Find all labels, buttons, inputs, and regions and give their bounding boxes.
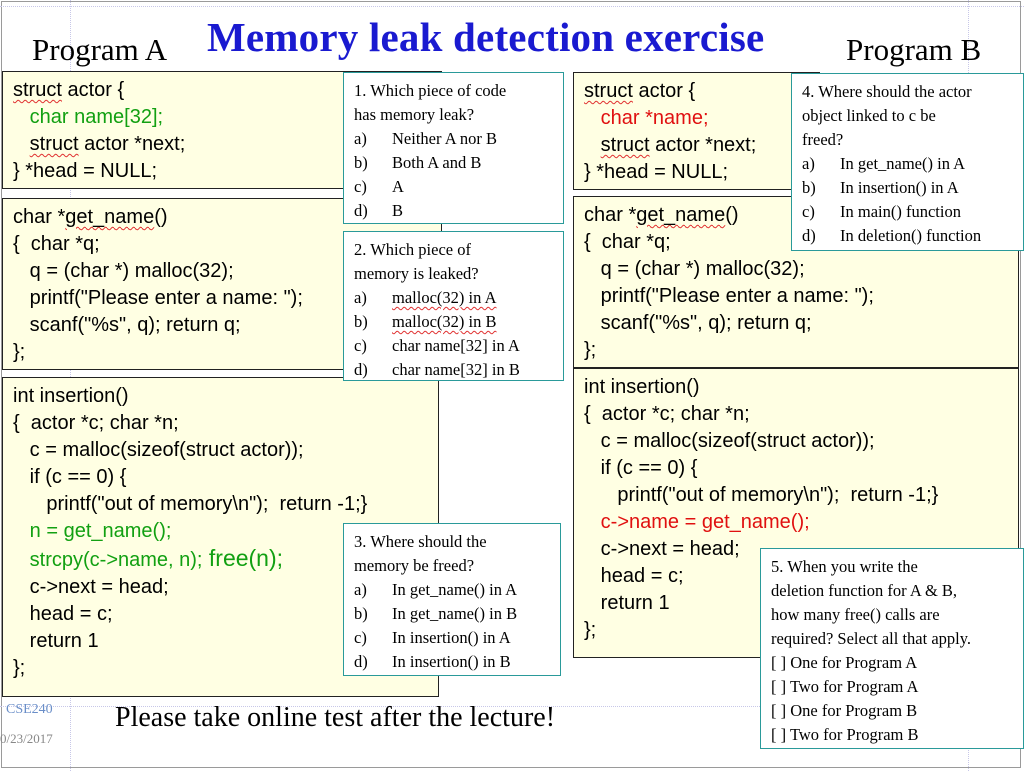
answer-option: a)Neither A nor B bbox=[354, 129, 497, 148]
program-b-struct-box: struct actor { char *name; struct actor … bbox=[573, 72, 820, 190]
question-text: 5. When you write the bbox=[771, 557, 918, 576]
code-line: c->next = head; bbox=[584, 538, 740, 560]
code-line: scanf("%s", q); return q; bbox=[584, 312, 812, 334]
code-line: return 1 bbox=[584, 592, 670, 614]
checkbox-option[interactable]: [ ] Two for Program A bbox=[771, 677, 919, 696]
course-label: CSE240 bbox=[6, 702, 53, 717]
answer-option: b)malloc(32) in B bbox=[354, 312, 497, 331]
code-line: scanf("%s", q); return q; bbox=[13, 314, 241, 336]
code-line: head = c; bbox=[13, 603, 113, 625]
code-keyword: struct bbox=[600, 134, 650, 156]
code-line: c = malloc(sizeof(struct actor)); bbox=[584, 430, 875, 452]
answer-option: a)In get_name() in A bbox=[354, 580, 518, 599]
code-token: get_name bbox=[636, 204, 726, 226]
free-call: free(n); bbox=[202, 545, 284, 571]
answer-option: d)B bbox=[354, 201, 404, 220]
code-line: }; bbox=[584, 619, 597, 641]
code-line: } *head = NULL; bbox=[584, 161, 728, 183]
answer-option: a)malloc(32) in A bbox=[354, 288, 497, 307]
question-text: has memory leak? bbox=[354, 105, 475, 124]
program-b-label: Program B bbox=[846, 32, 982, 67]
code-line: char *name; bbox=[584, 107, 709, 129]
layout-guide bbox=[0, 706, 1024, 707]
question-text: how many free() calls are bbox=[771, 605, 940, 624]
question-text: 1. Which piece of code bbox=[354, 81, 507, 100]
question-text: 2. Which piece of bbox=[354, 240, 471, 259]
code-line: struct actor { bbox=[584, 80, 696, 102]
slide-title: Memory leak detection exercise bbox=[207, 14, 765, 60]
code-line: }; bbox=[13, 657, 26, 679]
code-line: { char *q; bbox=[584, 231, 671, 253]
answer-option: b)Both A and B bbox=[354, 153, 482, 172]
code-line: printf("out of memory\n"); return -1;} bbox=[584, 484, 939, 506]
footer-note: Please take online test after the lectur… bbox=[115, 702, 556, 733]
code-line: c->name = get_name(); bbox=[584, 511, 810, 533]
question-5-box: 5. When you write the deletion function … bbox=[760, 548, 1024, 749]
program-a-label: Program A bbox=[32, 32, 168, 67]
checkbox-option[interactable]: [ ] One for Program B bbox=[771, 701, 918, 720]
code-line: c->next = head; bbox=[13, 576, 169, 598]
code-line: char name[32]; bbox=[13, 106, 164, 128]
strcpy-call: strcpy(c->name, n); bbox=[13, 549, 203, 571]
code-line: printf("Please enter a name: "); bbox=[13, 287, 303, 309]
answer-option: d)In deletion() function bbox=[802, 226, 982, 245]
answer-option: d)In insertion() in B bbox=[354, 652, 511, 671]
code-keyword: struct bbox=[13, 79, 62, 101]
answer-option: c)In insertion() in A bbox=[354, 628, 511, 647]
code-line: struct actor { bbox=[13, 79, 125, 101]
answer-option: b)In insertion() in A bbox=[802, 178, 959, 197]
answer-option: c)A bbox=[354, 177, 404, 196]
code-line: return 1 bbox=[13, 630, 99, 652]
answer-option: b)In get_name() in B bbox=[354, 604, 518, 623]
date-label: 0/23/2017 bbox=[0, 731, 53, 746]
program-b-get-name-box: char *get_name() { char *q; q = (char *)… bbox=[573, 196, 1019, 368]
question-text: memory is leaked? bbox=[354, 264, 479, 283]
question-text: required? Select all that apply. bbox=[771, 629, 972, 648]
question-4-box: 4. Where should the actor object linked … bbox=[791, 73, 1024, 251]
answer-option: a)In get_name() in A bbox=[802, 154, 966, 173]
code-line: if (c == 0) { bbox=[13, 466, 127, 488]
question-text: memory be freed? bbox=[354, 556, 475, 575]
program-b-insertion-box: int insertion() { actor *c; char *n; c =… bbox=[573, 368, 1019, 658]
code-line: } *head = NULL; bbox=[13, 160, 157, 182]
code-line: printf("out of memory\n"); return -1;} bbox=[13, 493, 368, 515]
code-line: { actor *c; char *n; bbox=[13, 412, 179, 434]
code-line: int insertion() bbox=[584, 376, 700, 398]
code-line: { char *q; bbox=[13, 233, 100, 255]
code-line: char *get_name() bbox=[584, 204, 739, 226]
code-token: get_name bbox=[65, 206, 155, 228]
question-text: freed? bbox=[802, 130, 844, 149]
code-line: c = malloc(sizeof(struct actor)); bbox=[13, 439, 304, 461]
code-line: q = (char *) malloc(32); bbox=[13, 260, 234, 282]
question-2-box: 2. Which piece of memory is leaked? a)ma… bbox=[343, 231, 564, 381]
question-text: object linked to c be bbox=[802, 106, 936, 125]
code-line: strcpy(c->name, n); free(n); bbox=[13, 545, 428, 574]
answer-option: d)char name[32] in B bbox=[354, 360, 520, 379]
checkbox-option[interactable]: [ ] One for Program A bbox=[771, 653, 918, 672]
code-keyword: struct bbox=[584, 80, 633, 102]
code-line: head = c; bbox=[584, 565, 684, 587]
question-text: 4. Where should the actor bbox=[802, 82, 972, 101]
question-1-box: 1. Which piece of code has memory leak? … bbox=[343, 72, 564, 224]
code-line: }; bbox=[13, 341, 26, 363]
code-line: printf("Please enter a name: "); bbox=[584, 285, 874, 307]
code-line: { actor *c; char *n; bbox=[584, 403, 750, 425]
code-line: int insertion() bbox=[13, 385, 129, 407]
question-text: deletion function for A & B, bbox=[771, 581, 958, 600]
code-line: char *get_name() bbox=[13, 206, 168, 228]
code-keyword: struct bbox=[29, 133, 79, 155]
code-line: struct actor *next; bbox=[600, 134, 757, 156]
code-line: if (c == 0) { bbox=[584, 457, 698, 479]
answer-option: c)char name[32] in A bbox=[354, 336, 520, 355]
question-text: 3. Where should the bbox=[354, 532, 487, 551]
code-line: q = (char *) malloc(32); bbox=[584, 258, 805, 280]
code-line: }; bbox=[584, 339, 597, 361]
code-line: n = get_name(); bbox=[13, 520, 172, 542]
layout-guide bbox=[0, 6, 1024, 7]
checkbox-option[interactable]: [ ] Two for Program B bbox=[771, 725, 919, 744]
code-line: struct actor *next; bbox=[29, 133, 186, 155]
answer-option: c)In main() function bbox=[802, 202, 961, 221]
question-3-box: 3. Where should the memory be freed? a)I… bbox=[343, 523, 561, 676]
